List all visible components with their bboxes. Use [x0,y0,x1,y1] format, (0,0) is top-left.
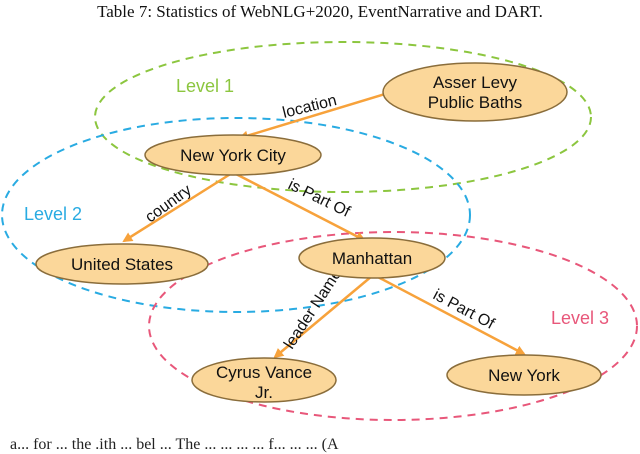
level1-label: Level 1 [176,76,234,96]
node-label-asser-line1: Asser Levy [433,73,518,92]
edge-is-part-of-1 [233,171,366,242]
node-asser-levy-public-baths: Asser Levy Public Baths [382,62,568,122]
node-cyrus-vance-jr: Cyrus Vance Jr. [191,357,337,403]
node-label-cyrus-line1: Cyrus Vance [216,363,312,382]
edge-is-part-of-2 [375,274,526,356]
level2-boundary [1,117,471,313]
node-label-asser-line2: Public Baths [428,93,523,112]
level1-boundary [94,41,592,193]
edge-label-is-part-of-1: is Part Of [285,176,353,221]
node-label-newyork: New York [488,366,560,385]
edge-leader-name [273,275,373,359]
level3-label: Level 3 [551,308,609,328]
level2-label: Level 2 [24,204,82,224]
node-label-us: United States [71,255,173,274]
node-new-york-city: New York City [144,134,322,176]
node-united-states: United States [35,243,209,285]
table-caption: Table 7: Statistics of WebNLG+2020, Even… [97,2,543,21]
level3-boundary [148,231,638,421]
node-new-york: New York [446,354,602,396]
node-manhattan: Manhattan [298,237,446,279]
node-label-manhattan: Manhattan [332,249,412,268]
edge-country [122,171,233,243]
node-label-nyc: New York City [180,146,286,165]
edge-location [238,92,386,141]
cut-off-body-text: a... for ... the .ith ... bel ... The ..… [10,436,339,453]
node-label-cyrus-line2: Jr. [255,383,273,402]
edge-label-country: country [142,182,194,227]
